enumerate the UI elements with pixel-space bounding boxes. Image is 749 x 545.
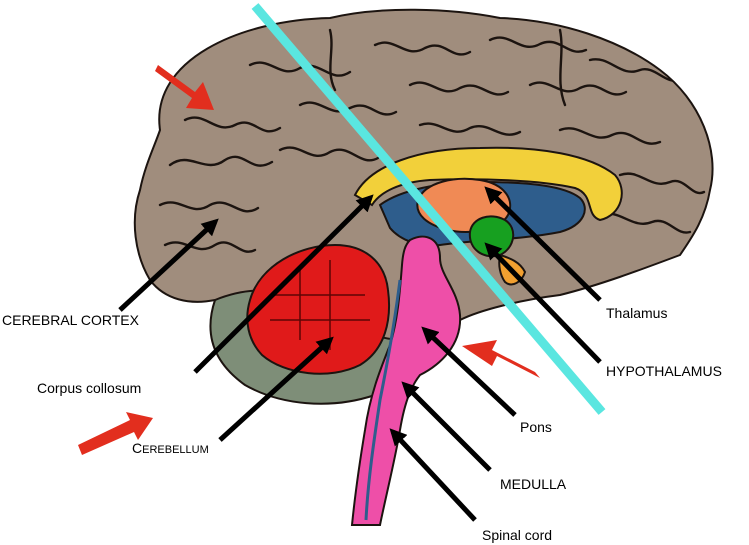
cut-line	[251, 3, 606, 415]
label-thalamus: Thalamus	[606, 305, 667, 321]
pointer-arrow-icon	[484, 242, 602, 364]
label-hypothalamus: HYPOTHALAMUS	[606, 363, 722, 379]
label-cerebellum-first: C	[132, 440, 142, 456]
label-medulla: MEDULLA	[500, 476, 567, 492]
label-corpus-collosum: Corpus collosum	[37, 380, 141, 396]
central-canal	[364, 279, 402, 521]
red-arrow-icon	[462, 340, 540, 378]
cerebellum-folds	[270, 260, 370, 350]
pointer-arrow-icon	[389, 428, 477, 522]
pointer-arrow-icon	[484, 186, 602, 302]
pointer-arrow-icon	[401, 381, 492, 472]
pointer-arrow-icon	[421, 326, 517, 417]
label-cerebellum: CEREBELLUM	[132, 440, 209, 456]
label-cerebral-cortex: CEREBRAL CORTEX	[2, 312, 140, 328]
pointer-arrow-icon	[218, 336, 334, 442]
label-cerebellum-rest: EREBELLUM	[142, 444, 209, 456]
corpus-callosum	[353, 146, 623, 222]
cortex-folds	[158, 28, 706, 253]
pointer-arrow-icon	[193, 194, 374, 374]
cerebellum	[246, 243, 391, 375]
red-arrow-icon	[155, 65, 214, 110]
red-arrow-icon	[78, 412, 153, 455]
label-spinal-cord: Spinal cord	[482, 527, 552, 543]
pointer-arrow-icon	[118, 218, 219, 312]
brainstem	[350, 235, 462, 526]
label-pons: Pons	[520, 419, 552, 435]
